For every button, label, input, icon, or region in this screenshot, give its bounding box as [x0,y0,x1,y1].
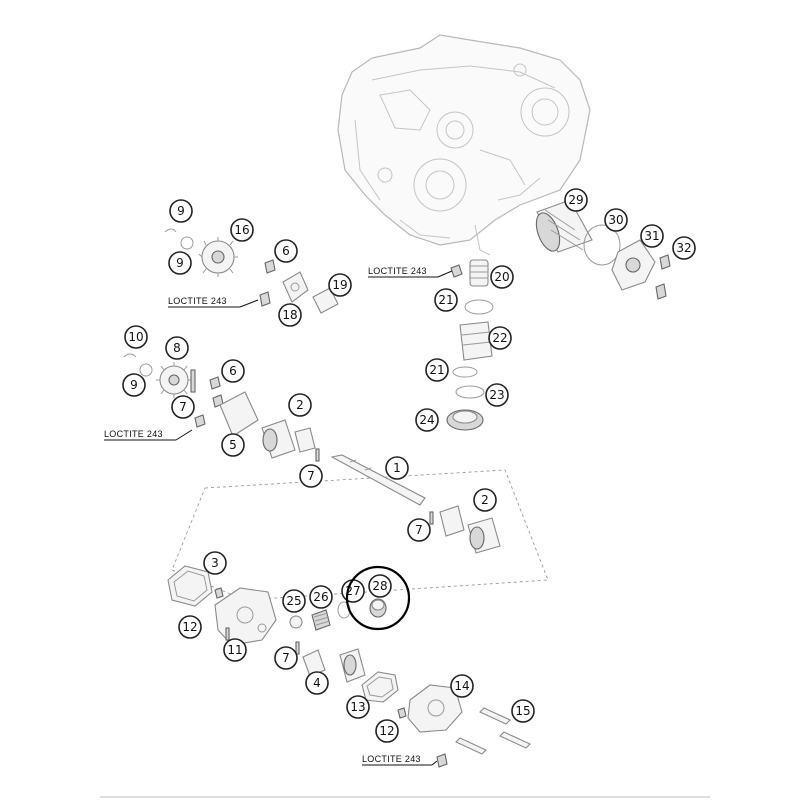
svg-text:25: 25 [286,594,301,608]
callout-p5: 5 [221,433,245,457]
svg-text:9: 9 [177,204,185,218]
svg-text:7: 7 [307,469,315,483]
svg-text:20: 20 [494,270,509,284]
svg-text:12: 12 [182,620,197,634]
svg-text:LOCTITE 243: LOCTITE 243 [368,266,427,276]
callout-p25: 25 [282,589,306,613]
highlight-ring-part-28 [345,565,411,631]
svg-text:12: 12 [379,724,394,738]
svg-text:3: 3 [211,556,219,570]
svg-text:10: 10 [128,330,143,344]
callout-p27: 27 [341,579,365,603]
svg-text:9: 9 [130,378,138,392]
svg-text:1: 1 [393,461,401,475]
callout-p10a: 9 [169,199,193,223]
callout-p7d: 7 [274,646,298,670]
callout-p26: 26 [309,585,333,609]
callout-p7a: 7 [171,395,195,419]
callout-p10b: 10 [124,325,148,349]
bottom-cover-group [361,671,531,768]
svg-text:26: 26 [313,590,328,604]
loctite-label: LOCTITE 243 [368,266,453,278]
callout-p4: 4 [305,671,329,695]
callout-p12b: 12 [375,719,399,743]
callout-p21a: 21 [434,288,458,312]
svg-text:18: 18 [282,308,297,322]
callout-p32: 32 [672,236,696,260]
svg-text:16: 16 [234,223,249,237]
callout-p28: 28 [368,574,392,598]
svg-text:7: 7 [282,651,290,665]
svg-text:22: 22 [492,331,507,345]
callout-p15: 15 [511,699,535,723]
callout-p6b: 6 [221,359,245,383]
callout-p12a: 12 [178,615,202,639]
callout-p3: 3 [203,551,227,575]
loctite-label: LOCTITE 243 [104,429,193,441]
callout-p13: 13 [346,695,370,719]
svg-text:23: 23 [489,388,504,402]
svg-text:15: 15 [515,704,530,718]
callout-p7b: 7 [299,464,323,488]
svg-text:19: 19 [332,278,347,292]
svg-text:2: 2 [481,493,489,507]
svg-text:7: 7 [179,400,187,414]
svg-text:14: 14 [454,679,469,693]
svg-text:8: 8 [173,341,181,355]
lower-pump-group [167,565,387,683]
svg-text:6: 6 [282,244,290,258]
svg-text:32: 32 [676,241,691,255]
svg-text:11: 11 [227,643,242,657]
callout-p21b: 21 [425,358,449,382]
oil-filter-group [535,199,671,300]
assembly-outline [171,469,549,601]
middle-gear-group [123,353,320,462]
svg-text:21: 21 [438,293,453,307]
svg-text:LOCTITE 243: LOCTITE 243 [168,296,227,306]
callout-p31: 31 [640,224,664,248]
svg-text:30: 30 [608,213,623,227]
callout-p1: 1 [385,456,409,480]
callout-p2b: 2 [473,488,497,512]
callout-p9b: 9 [122,373,146,397]
loctite-label: LOCTITE 243 [168,296,259,308]
svg-text:24: 24 [419,413,434,427]
svg-text:21: 21 [429,363,444,377]
callout-p19: 19 [328,273,352,297]
svg-text:LOCTITE 243: LOCTITE 243 [104,429,163,439]
svg-text:28: 28 [372,579,387,593]
callout-p11: 11 [223,638,247,662]
svg-text:5: 5 [229,438,237,452]
callout-p8: 8 [165,336,189,360]
svg-text:9: 9 [176,256,184,270]
svg-text:LOCTITE 243: LOCTITE 243 [362,754,421,764]
callout-p2a: 2 [288,393,312,417]
callout-p29: 29 [564,188,588,212]
upper-gear-group [164,228,339,314]
svg-text:7: 7 [415,523,423,537]
right-rotor [439,505,501,554]
callout-p22: 22 [488,326,512,350]
callout-p14: 14 [450,674,474,698]
callout-p9a: 9 [168,251,192,275]
callout-p30: 30 [604,208,628,232]
callout-p20: 20 [490,265,514,289]
callout-p23: 23 [485,383,509,407]
loctite-label: LOCTITE 243 [362,754,438,766]
engine-crankcase [337,34,591,256]
svg-text:6: 6 [229,364,237,378]
pump-shaft [330,454,434,525]
svg-text:4: 4 [313,676,321,690]
svg-text:13: 13 [350,700,365,714]
svg-text:2: 2 [296,398,304,412]
oil-screen-stack [446,259,494,431]
callout-p18: 18 [278,303,302,327]
callout-p7c: 7 [407,518,431,542]
svg-text:31: 31 [644,229,659,243]
callout-p6a: 6 [274,239,298,263]
callout-p16: 16 [230,218,254,242]
callout-p24: 24 [415,408,439,432]
svg-text:29: 29 [568,193,583,207]
